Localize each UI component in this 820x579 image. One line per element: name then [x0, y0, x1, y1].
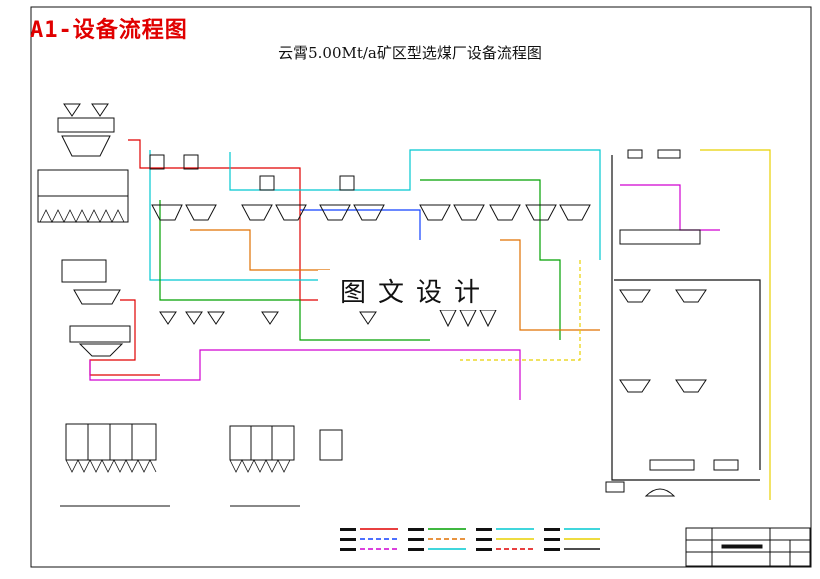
watermark-text: 图文设计 — [339, 277, 492, 308]
watermark: 图文设计 — [318, 270, 514, 310]
page-title: 云霄5.00Mt/a矿区型选煤厂设备流程图 — [278, 44, 542, 62]
silo-groups — [60, 423, 343, 507]
right-section — [605, 149, 739, 497]
flow-lines — [89, 139, 771, 500]
drawing-code-title: A1-设备流程图 — [30, 18, 188, 43]
drawing-border — [30, 6, 812, 568]
raw-coal-section — [37, 103, 131, 357]
legend — [340, 528, 600, 551]
central-units — [149, 154, 591, 328]
title-block — [685, 527, 811, 567]
